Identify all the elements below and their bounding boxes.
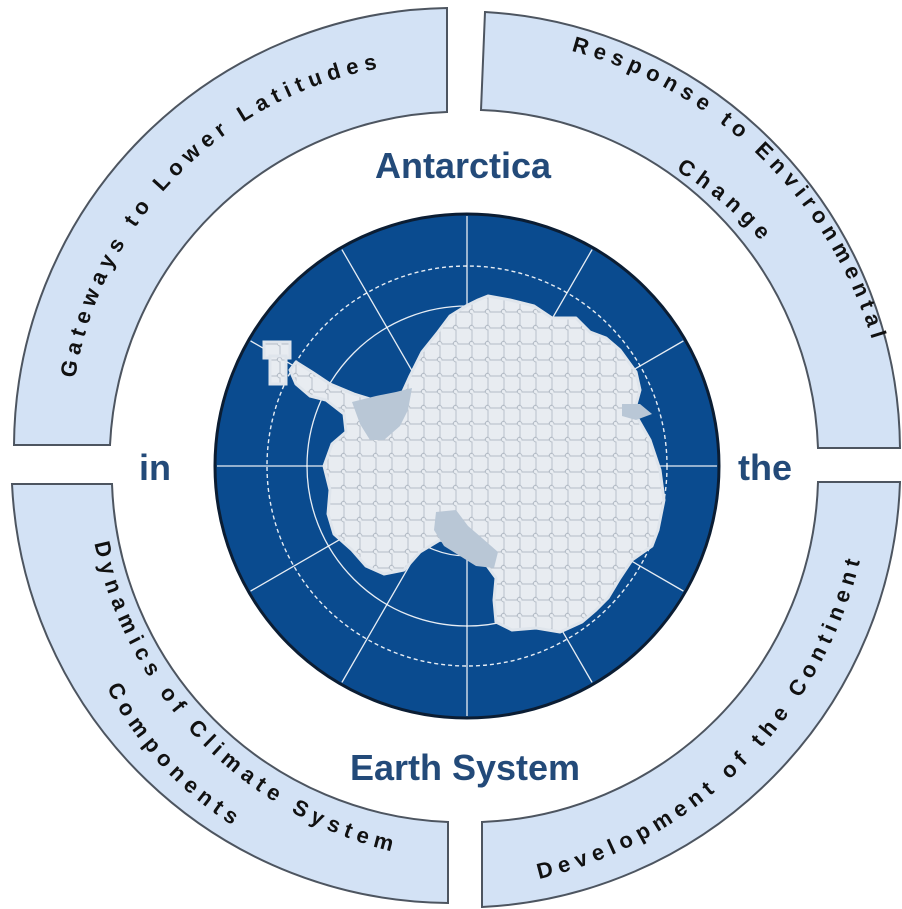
center-word-right: the	[738, 447, 792, 488]
segment-bottom-right	[481, 481, 902, 909]
segment-top-right	[479, 10, 902, 449]
peninsula-island	[268, 354, 288, 386]
antarctica-puzzle-map-icon	[213, 212, 721, 720]
amery-ice-shelf	[622, 404, 652, 420]
ronne-ice-shelf	[434, 510, 498, 568]
ross-ice-shelf	[352, 388, 412, 440]
segment-top-left	[12, 6, 448, 446]
center-word-left: in	[139, 447, 171, 488]
segment-bottom-left	[10, 483, 449, 905]
center-word-top: Antarctica	[375, 145, 552, 186]
center-word-bottom: Earth System	[350, 747, 580, 788]
